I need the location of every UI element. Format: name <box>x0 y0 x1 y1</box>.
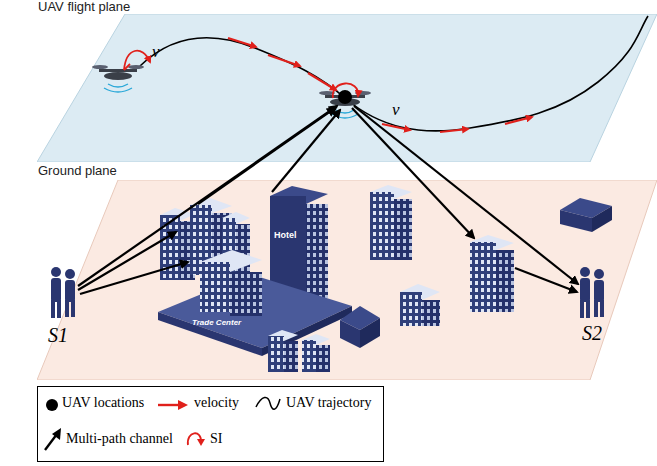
city-buildings <box>158 185 612 372</box>
legend-text: UAV trajectory <box>286 395 371 411</box>
velocity-symbol: v <box>392 100 400 120</box>
uav-icon <box>92 51 150 92</box>
legend-sample <box>44 395 60 415</box>
legend-text: UAV locations <box>62 395 144 411</box>
uav-trajectory <box>140 16 648 131</box>
building-sign: Hotel <box>274 230 297 240</box>
plane-heading: UAV flight plane <box>38 0 130 14</box>
legend-text: Multi-path channel <box>66 431 173 447</box>
building-sign: Trade Center <box>192 318 241 327</box>
legend-text: velocity <box>194 395 239 411</box>
user-label: S2 <box>582 322 602 345</box>
velocity-arrows <box>228 38 532 132</box>
legend-text: SI <box>210 431 222 447</box>
legend-sample <box>254 393 282 415</box>
plane-heading: Ground plane <box>38 164 117 178</box>
legend-sample <box>156 395 190 415</box>
legend-box: UAV locations velocity UAV trajectoryMulti… <box>37 386 384 462</box>
user-label: S1 <box>48 324 68 347</box>
legend-sample <box>42 425 64 453</box>
multipath-channel <box>78 106 578 294</box>
flight-plane: UAV flight plane <box>37 14 657 162</box>
user-icon <box>51 267 604 318</box>
velocity-symbol: v <box>152 42 160 62</box>
plane-outline <box>37 14 657 162</box>
legend-sample <box>184 427 206 449</box>
